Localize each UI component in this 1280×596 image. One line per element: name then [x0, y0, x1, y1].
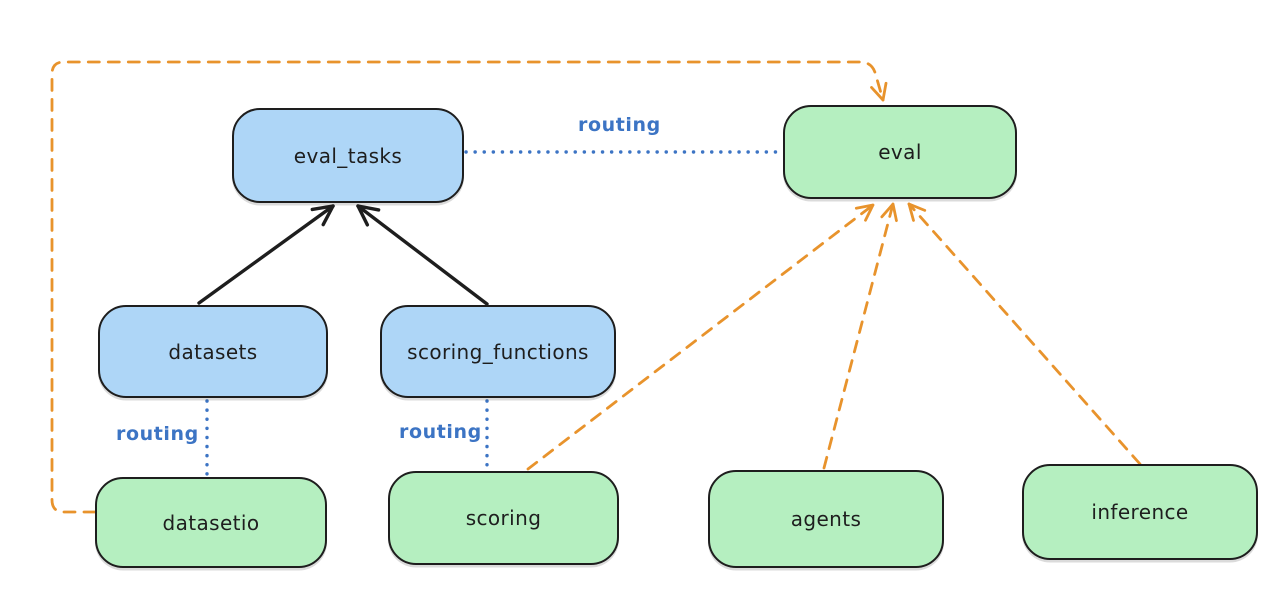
edge-label-routing-eval-tasks-eval: routing — [578, 114, 661, 136]
node-scoring-functions: scoring_functions — [380, 305, 616, 398]
node-inference-label: inference — [1091, 500, 1189, 524]
node-datasetio: datasetio — [95, 477, 327, 568]
node-scoring-label: scoring — [465, 506, 542, 530]
edge-datasetio-eval — [50, 60, 885, 514]
node-eval-tasks-label: eval_tasks — [293, 143, 403, 168]
node-scoring-functions-label: scoring_functions — [407, 339, 589, 364]
node-agents: agents — [708, 470, 944, 568]
edge-label-routing-scoring-functions-scoring: routing — [399, 421, 482, 443]
node-eval-label: eval — [878, 140, 922, 164]
node-agents-label: agents — [790, 507, 862, 531]
node-eval: eval — [783, 105, 1017, 199]
node-eval-tasks: eval_tasks — [232, 108, 464, 203]
arrowhead-datasets-eval_tasks — [310, 204, 335, 227]
node-scoring: scoring — [388, 471, 619, 565]
edge-inference-eval — [907, 202, 1142, 466]
node-datasets: datasets — [98, 305, 328, 398]
arrowhead-inference-eval — [907, 202, 927, 222]
edge-agents-eval — [822, 202, 895, 470]
edge-label-routing-datasets-datasetio: routing — [116, 423, 199, 445]
edge-scoring_functions-eval_tasks — [356, 204, 489, 306]
node-datasets-label: datasets — [168, 339, 258, 364]
edge-scoring-eval — [526, 203, 875, 471]
edge-datasets-eval_tasks — [197, 204, 335, 305]
node-inference: inference — [1022, 464, 1258, 560]
arrowhead-agents-eval — [880, 202, 898, 223]
arrowhead-scoring_functions-eval_tasks — [356, 204, 381, 227]
node-datasetio-label: datasetio — [162, 510, 260, 535]
arrowhead-scoring-eval — [854, 203, 875, 222]
arrowhead-datasetio-eval — [870, 81, 888, 102]
